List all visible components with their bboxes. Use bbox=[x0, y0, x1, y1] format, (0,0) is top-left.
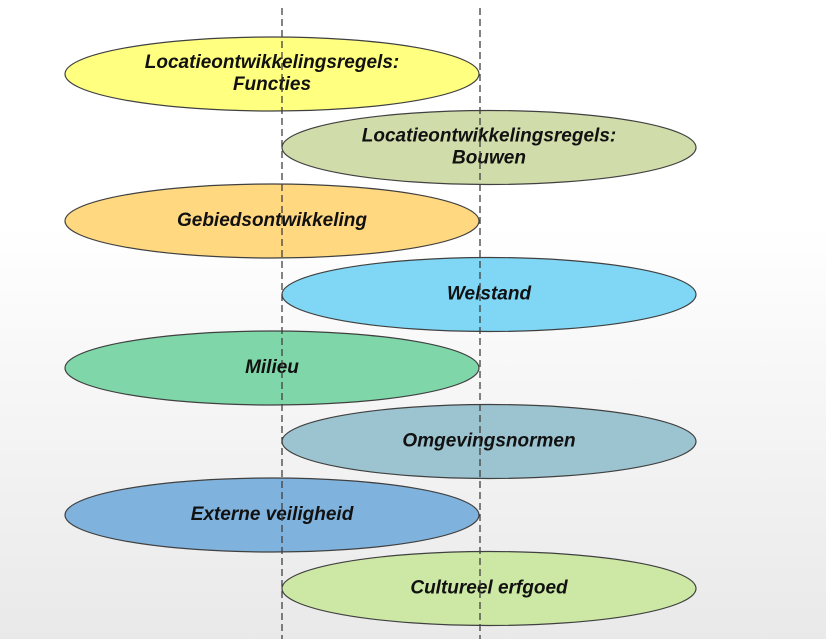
ellipse-label: Locatieontwikkelingsregels: bbox=[362, 126, 616, 147]
ellipse-bouwen: Locatieontwikkelingsregels:Bouwen bbox=[281, 109, 697, 186]
ellipse-shape bbox=[64, 36, 480, 112]
ellipse-label: Bouwen bbox=[452, 148, 526, 169]
ellipse-shape bbox=[281, 550, 697, 627]
ellipse-cultureel-erfgoed: Cultureel erfgoed bbox=[281, 550, 697, 627]
ellipse-label: Gebiedsontwikkeling bbox=[177, 210, 367, 231]
ellipse-omgevingsnormen: Omgevingsnormen bbox=[281, 403, 697, 480]
ellipse-shape bbox=[281, 109, 697, 186]
ellipse-shape bbox=[64, 330, 480, 406]
ellipse-shape bbox=[64, 183, 480, 259]
ellipse-label: Externe veiligheid bbox=[191, 504, 354, 525]
ellipse-milieu: Milieu bbox=[64, 330, 480, 406]
ellipse-label: Welstand bbox=[447, 284, 532, 305]
ellipse-label: Milieu bbox=[245, 357, 299, 378]
ellipse-layer: Locatieontwikkelingsregels:FunctiesLocat… bbox=[64, 36, 697, 627]
ellipse-label: Omgevingsnormen bbox=[402, 431, 575, 452]
ellipse-functies: Locatieontwikkelingsregels:Functies bbox=[64, 36, 480, 112]
ellipse-label: Cultureel erfgoed bbox=[410, 578, 568, 599]
ellipse-label: Functies bbox=[233, 74, 311, 95]
ellipse-gebiedsontwikkeling: Gebiedsontwikkeling bbox=[64, 183, 480, 259]
ellipse-externe-veiligheid: Externe veiligheid bbox=[64, 477, 480, 553]
ellipse-label: Locatieontwikkelingsregels: bbox=[145, 52, 399, 73]
ellipse-welstand: Welstand bbox=[281, 256, 697, 333]
ellipse-shape bbox=[64, 477, 480, 553]
